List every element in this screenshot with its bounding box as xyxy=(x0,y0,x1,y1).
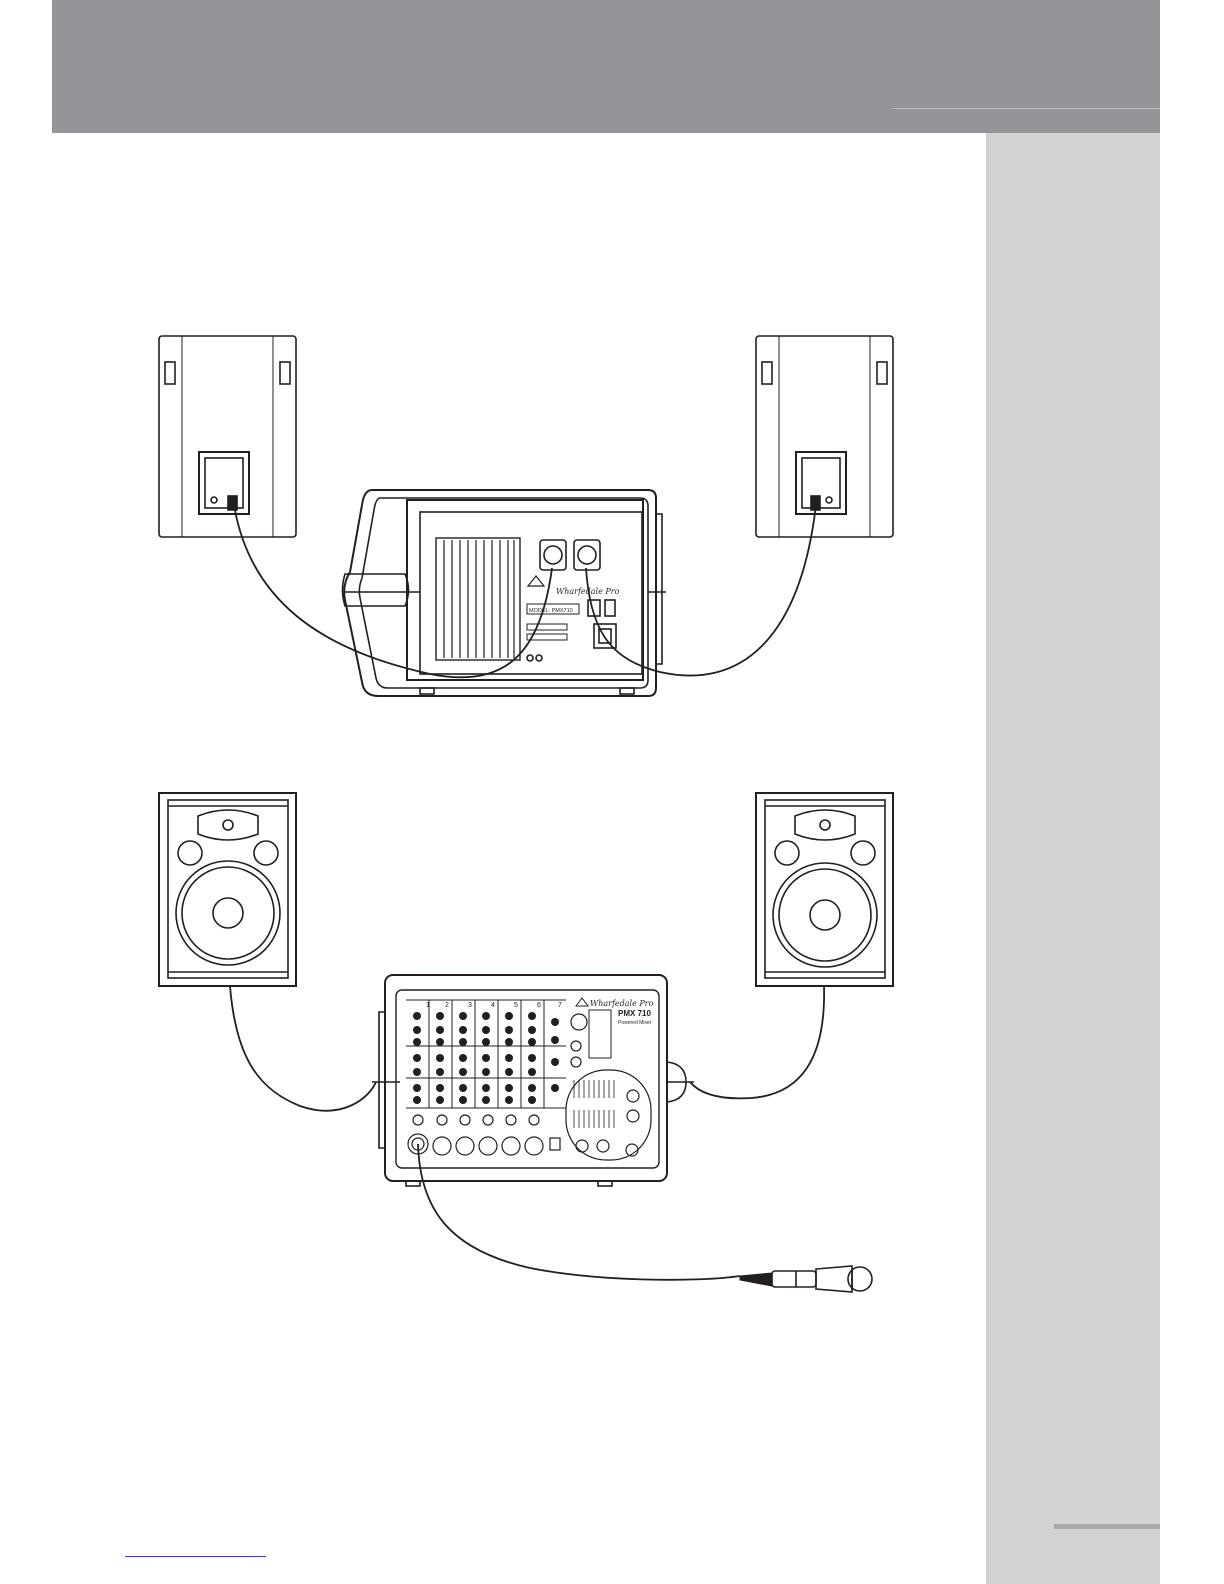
speaker-front-left xyxy=(159,793,296,986)
front-model-subtitle: Powered Mixer xyxy=(618,1020,652,1026)
speaker-front-right xyxy=(756,793,893,986)
channel-number: 6 xyxy=(537,1002,541,1009)
channel-number: 2 xyxy=(445,1002,449,1009)
front-model-text: PMX 710 xyxy=(618,1009,651,1018)
right-front-cable xyxy=(690,986,824,1098)
speaker-rear-left xyxy=(159,336,296,537)
right-speaker-cable xyxy=(586,505,816,676)
microphone xyxy=(740,1266,872,1292)
channel-number: 3 xyxy=(468,1002,472,1009)
left-front-cable xyxy=(230,986,376,1111)
rear-model-text: MODEL: PMX710 xyxy=(529,608,573,614)
speaker-rear-right xyxy=(756,336,893,537)
channel-number: 1 xyxy=(426,1002,430,1009)
channel-number: 4 xyxy=(491,1002,495,1009)
channel-number: 7 xyxy=(558,1002,562,1009)
front-brand-text: Wharfedale Pro xyxy=(590,999,654,1008)
channel-number: 5 xyxy=(514,1002,518,1009)
mic-cable xyxy=(418,1144,740,1280)
